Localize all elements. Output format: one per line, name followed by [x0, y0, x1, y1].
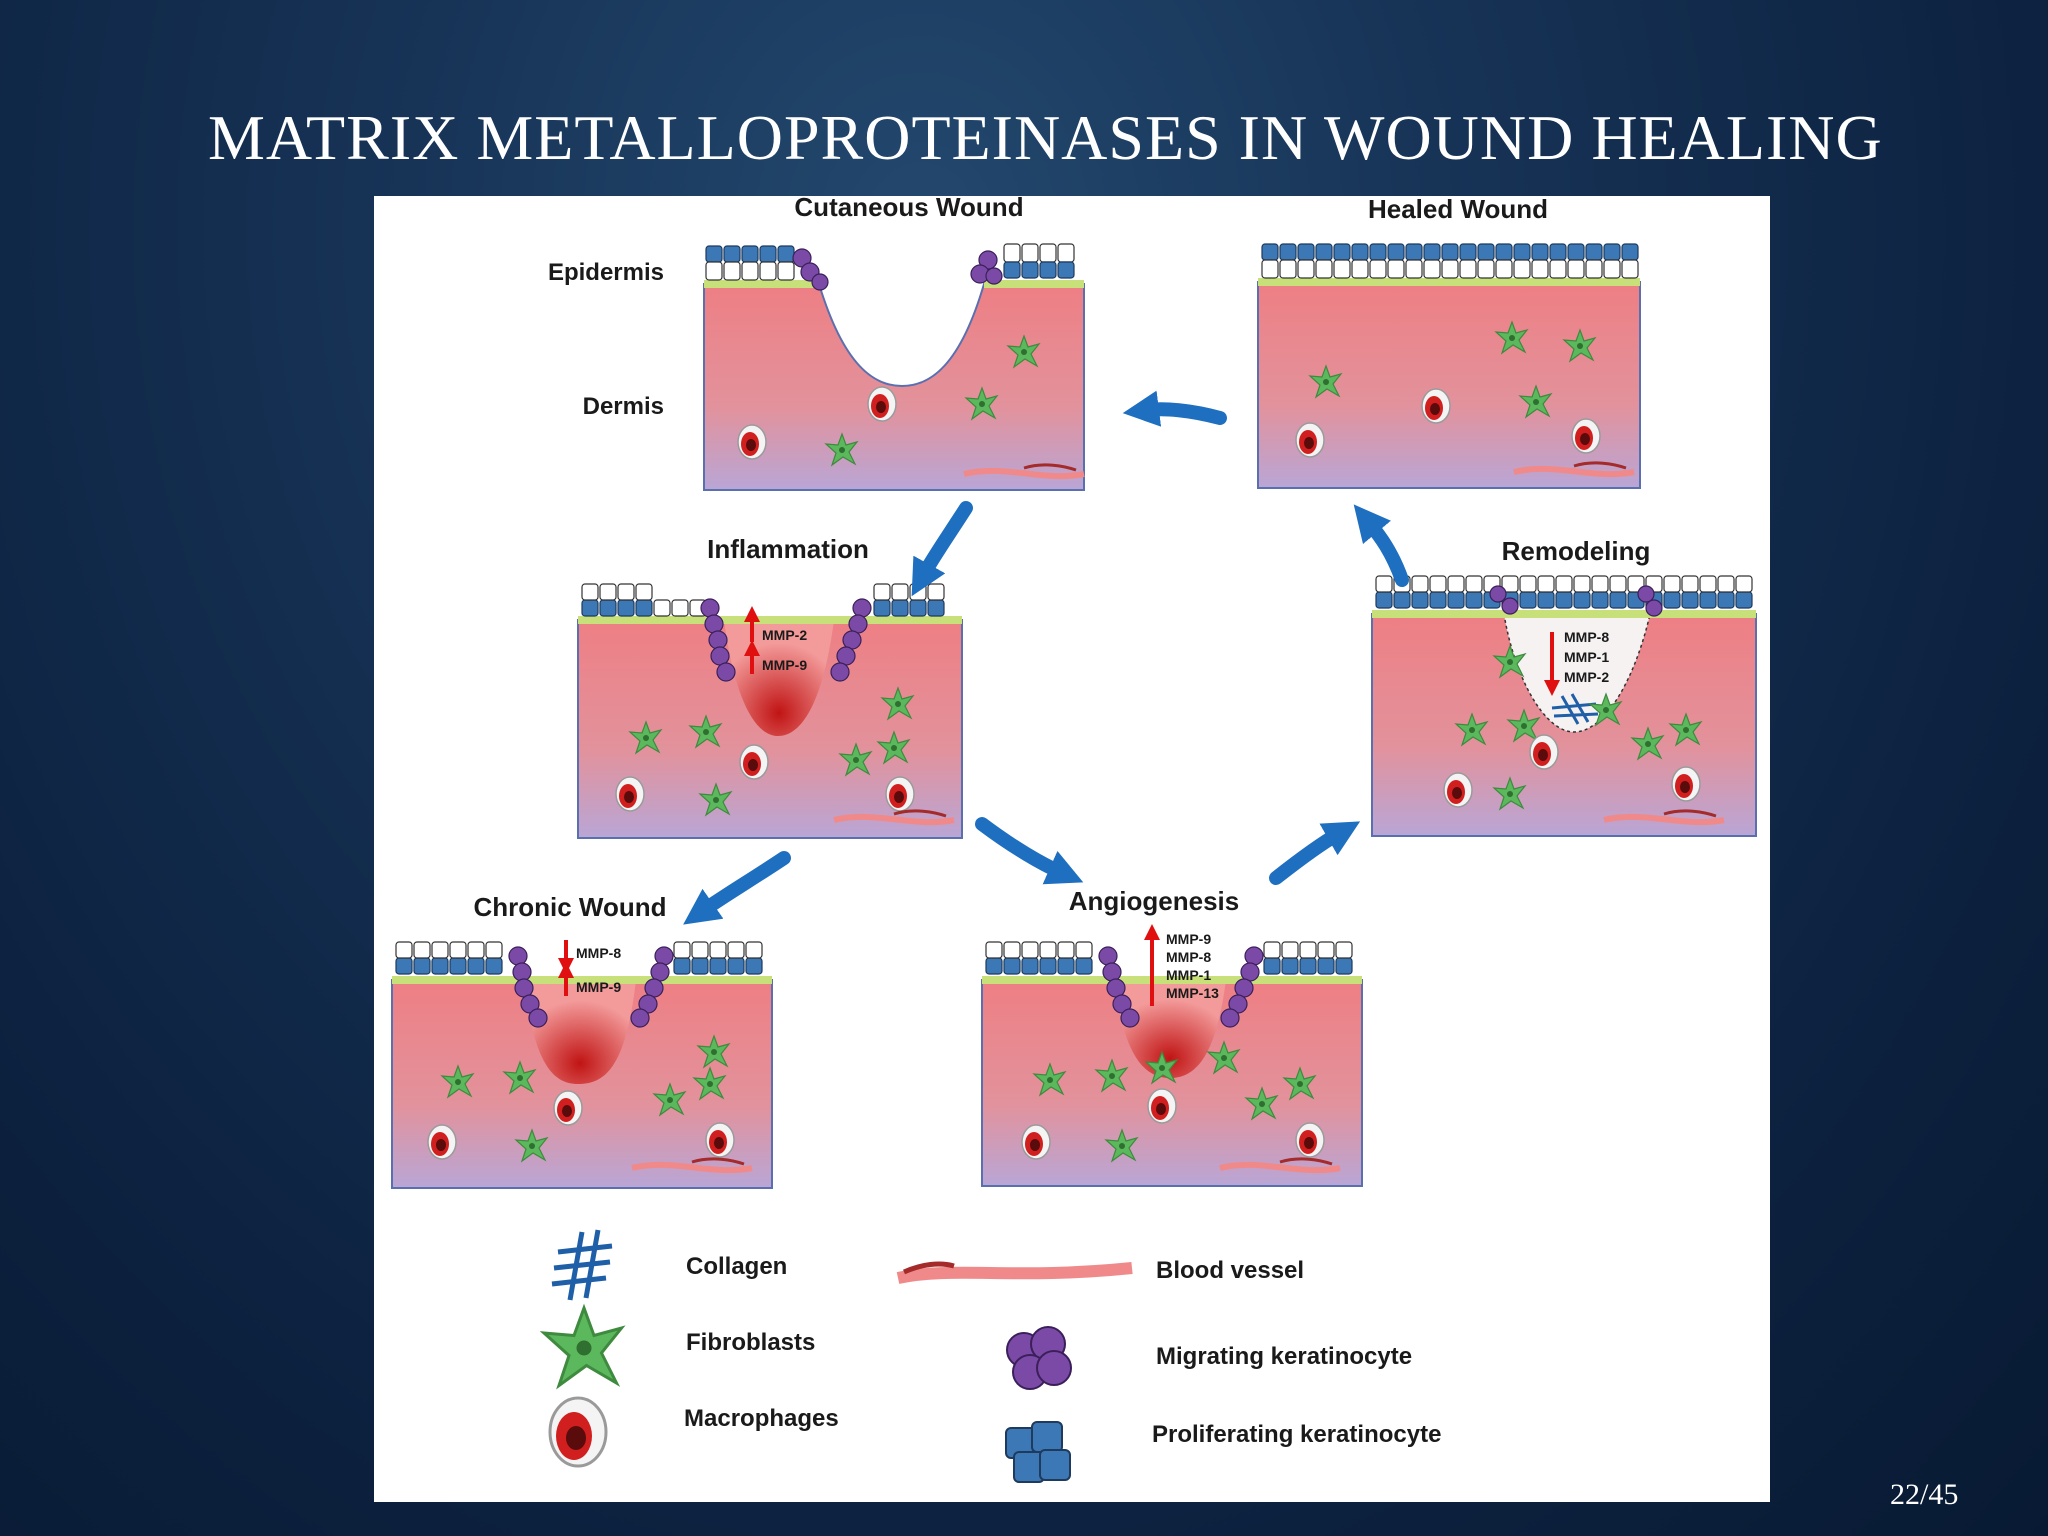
- panel-angiogenesis: Angiogenesis MMP-9 MMP-8 M: [981, 886, 1363, 1187]
- proliferating-keratinocyte-icon: [1005, 1421, 1071, 1483]
- mmp-label: MMP-2: [762, 627, 807, 643]
- legend-label: Proliferating keratinocyte: [1152, 1421, 1441, 1448]
- stage-title-angiogenesis: Angiogenesis: [1069, 886, 1239, 916]
- panel-healed-wound: Healed Wound: [1257, 196, 1641, 489]
- legend-label: Fibroblasts: [686, 1329, 815, 1356]
- panel-cutaneous-wound: Cutaneous Wound Epidermis Dermis: [548, 196, 1084, 491]
- dermis-label: Dermis: [583, 393, 664, 420]
- legend-blood-vessel: Blood vessel: [896, 1257, 1304, 1284]
- fibroblast-icon: [542, 1306, 623, 1387]
- cycle-arrows: [683, 390, 1409, 925]
- stage-title-healed: Healed Wound: [1368, 196, 1548, 224]
- stage-title-cutaneous: Cutaneous Wound: [794, 196, 1023, 222]
- arrow-inflammation-to-angiogenesis: [975, 817, 1084, 885]
- legend-label: Macrophages: [684, 1405, 839, 1432]
- mmp-label: MMP-9: [762, 657, 807, 673]
- mmp-label: MMP-1: [1166, 967, 1211, 983]
- panel-remodeling: Remodeling: [1371, 536, 1757, 837]
- panel-inflammation: Inflammation MMP-2 MMP-9: [577, 534, 963, 839]
- mmp-label: MMP-1: [1564, 649, 1609, 665]
- wound-healing-figure: Cutaneous Wound Epidermis Dermis: [374, 196, 1770, 1502]
- migrating-keratinocyte-icon: [1006, 1326, 1072, 1390]
- panel-chronic-wound: Chronic Wound MMP-8 MMP-9: [391, 892, 773, 1189]
- stage-title-chronic: Chronic Wound: [473, 892, 666, 922]
- legend-migrating-keratinocyte: Migrating keratinocyte: [1006, 1326, 1412, 1390]
- mmp-label: MMP-2: [1564, 669, 1609, 685]
- legend: Collagen Fibroblasts Macrophages Blood v…: [542, 1229, 1441, 1483]
- arrow-inflammation-to-chronic: [683, 851, 791, 925]
- mmp-label: MMP-9: [1166, 931, 1211, 947]
- blood-vessel-icon: [896, 1261, 1133, 1284]
- collagen-icon: [551, 1229, 613, 1301]
- stage-title-remodeling: Remodeling: [1502, 536, 1651, 566]
- mmp-label: MMP-8: [576, 945, 621, 961]
- legend-label: Blood vessel: [1156, 1257, 1304, 1284]
- legend-label: Collagen: [686, 1253, 787, 1280]
- epidermis-label: Epidermis: [548, 259, 664, 286]
- mmp-label: MMP-8: [1564, 629, 1609, 645]
- stage-title-inflammation: Inflammation: [707, 534, 869, 564]
- slide-title: MATRIX METALLOPROTEINASES IN WOUND HEALI…: [208, 102, 1883, 173]
- macrophage-icon: [548, 1396, 608, 1468]
- mmp-label: MMP-13: [1166, 985, 1219, 1001]
- mmp-label: MMP-9: [576, 979, 621, 995]
- mmp-label: MMP-8: [1166, 949, 1211, 965]
- arrow-healed-to-cutaneous: [1122, 390, 1227, 427]
- legend-collagen: Collagen: [551, 1229, 787, 1301]
- page-number: 22/45: [1890, 1478, 1959, 1511]
- legend-fibroblasts: Fibroblasts: [542, 1306, 815, 1387]
- arrow-angiogenesis-to-remodeling: [1269, 821, 1361, 885]
- arrow-remodeling-to-healed: [1353, 504, 1409, 587]
- legend-label: Migrating keratinocyte: [1156, 1343, 1412, 1370]
- legend-proliferating-keratinocyte: Proliferating keratinocyte: [1005, 1421, 1441, 1483]
- arrow-cutaneous-to-inflammation: [911, 501, 973, 597]
- legend-macrophages: Macrophages: [548, 1396, 839, 1468]
